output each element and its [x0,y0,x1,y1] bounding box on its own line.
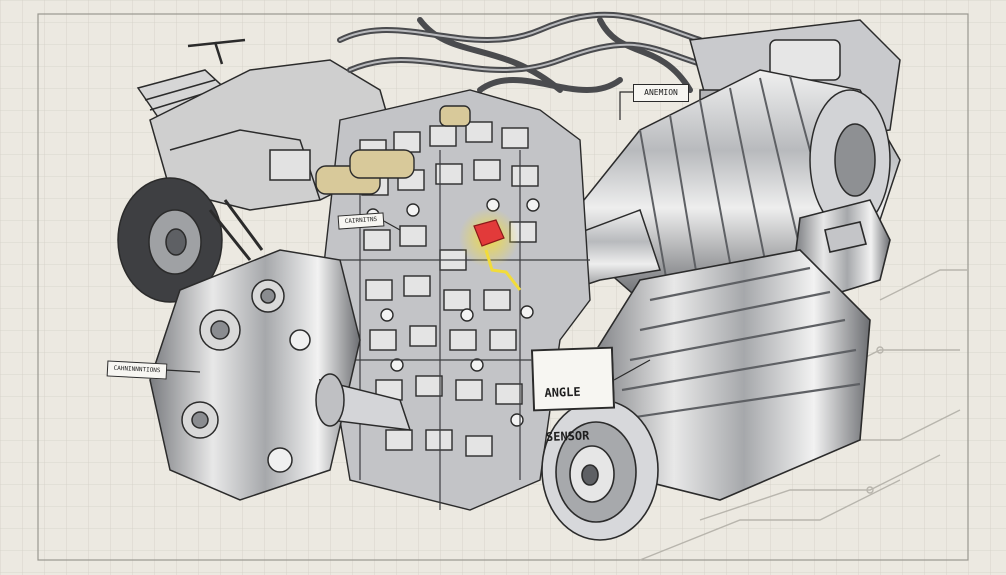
highlight-marker-icon [459,208,522,291]
drawing-frame [37,13,969,561]
leader-lines [164,91,651,381]
attention-callout-label: ANEMION [633,84,689,102]
wiring-harness-highlights [339,13,721,71]
angle-sensor-label-line2: SENSOR [545,428,590,444]
angle-sensor-callout: ANGLE SENSOR [530,346,616,444]
angle-sensor-label-line1: ANGLE [544,384,581,400]
gearbox-icon [149,249,412,501]
angle-sensor-icon [541,199,891,541]
side-plate-label: CAHNINNNTIONS [106,360,168,380]
